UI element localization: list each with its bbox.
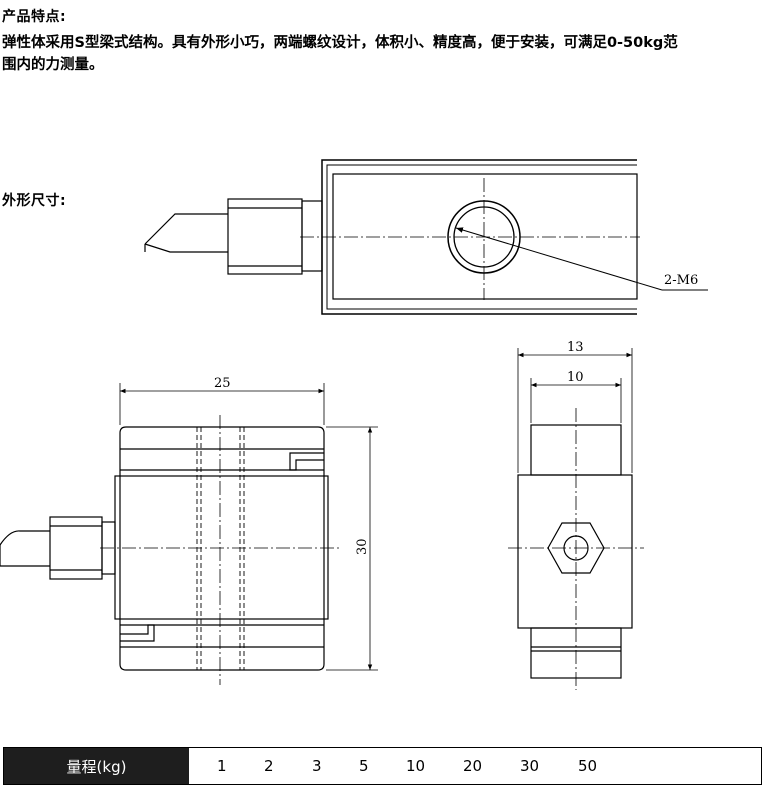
features-description: 弹性体采用S型梁式结构。具有外形小巧，两端螺纹设计，体积小、精度高，便于安装，可… xyxy=(2,35,678,73)
range-value: 30 xyxy=(520,757,540,775)
height-label: 30 xyxy=(355,538,370,555)
range-value: 10 xyxy=(406,757,426,775)
range-values: 1 2 3 5 10 20 30 50 xyxy=(189,748,761,784)
range-table: 量程(kg) 1 2 3 5 10 20 30 50 xyxy=(3,747,762,785)
width-label: 25 xyxy=(214,376,231,391)
range-value: 50 xyxy=(578,757,598,775)
depth-inner-label: 10 xyxy=(567,370,584,385)
range-value: 20 xyxy=(463,757,483,775)
side-view xyxy=(508,348,644,690)
technical-drawing: 2-M6 xyxy=(0,159,708,690)
dimensions-heading: 外形尺寸: xyxy=(2,193,67,209)
depth-outer-label: 13 xyxy=(567,340,584,355)
range-header: 量程(kg) xyxy=(4,748,189,784)
range-value: 2 xyxy=(264,757,274,775)
range-value: 5 xyxy=(359,757,369,775)
thread-label: 2-M6 xyxy=(664,273,698,288)
front-view xyxy=(0,383,378,685)
range-value: 1 xyxy=(217,757,227,775)
features-heading: 产品特点: xyxy=(2,9,67,25)
top-view xyxy=(144,159,708,315)
range-value: 3 xyxy=(312,757,322,775)
